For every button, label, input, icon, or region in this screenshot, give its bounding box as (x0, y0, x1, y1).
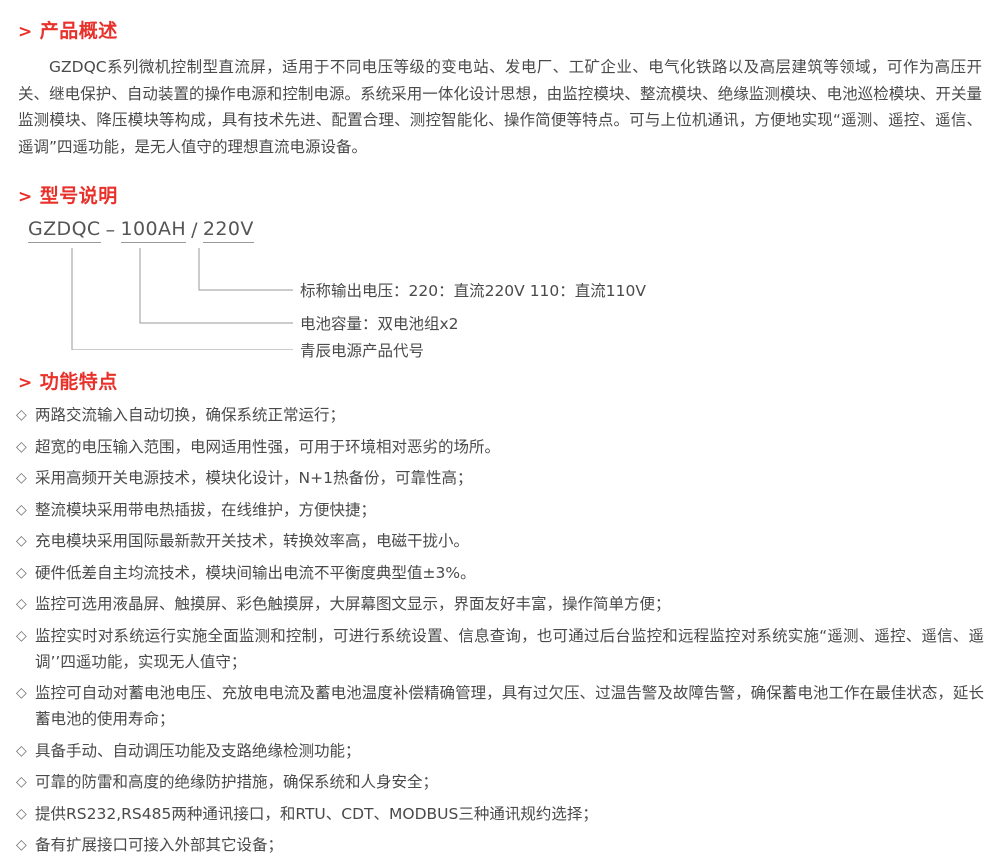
diamond-bullet-icon: ◇ (16, 685, 27, 701)
leader-line-voltage (198, 248, 293, 291)
feature-item: ◇ 监控可选用液晶屏、触摸屏、彩色触摸屏，大屏幕图文显示，界面友好丰富，操作简单方… (16, 591, 984, 617)
feature-item-text: 提供RS232,RS485两种通讯接口，和RTU、CDT、MODBUS三种通讯规… (35, 804, 598, 823)
overview-paragraph: GZDQC系列微机控制型直流屏，适用于不同电压等级的变电站、发电厂、工矿企业、电… (18, 58, 982, 156)
feature-item-text: 监控可自动对蓄电池电压、充放电电流及蓄电池温度补偿精确管理，具有过欠压、过温告警… (35, 684, 984, 728)
chevron-right-icon: > (18, 373, 33, 393)
leader-line-capacity (139, 248, 293, 324)
feature-list: ◇ 两路交流输入自动切换，确保系统正常运行； ◇ 超宽的电压输入范围，电网适用性强，可… (16, 402, 984, 864)
diamond-bullet-icon: ◇ (16, 438, 27, 455)
feature-item: ◇ 监控实时对系统运行实施全面监测和控制，可进行系统设置、信息查询，也可通过后台监… (16, 623, 984, 675)
chevron-right-icon: > (18, 187, 33, 207)
feature-item-text: 可靠的防雷和高度的绝缘防护措施，确保系统和人身安全； (35, 773, 439, 791)
model-code-dash: – (105, 219, 116, 241)
section-title-overview: 产品概述 (39, 20, 118, 42)
feature-item: ◇ 两路交流输入自动切换，确保系统正常运行； (16, 402, 984, 428)
model-label-voltage: 标称输出电压：220：直流220V 110：直流110V (300, 282, 646, 300)
feature-item: ◇ 监控可自动对蓄电池电压、充放电电流及蓄电池温度补偿精确管理，具有过欠压、过温告… (16, 680, 984, 732)
feature-item-text: 具备手动、自动调压功能及支路绝缘检测功能； (35, 741, 361, 760)
diamond-bullet-icon: ◇ (16, 470, 27, 486)
leader-line-prefix (71, 248, 293, 350)
section-title-features: 功能特点 (39, 371, 118, 393)
diamond-bullet-icon: ◇ (16, 742, 27, 759)
feature-item: ◇ 可靠的防雷和高度的绝缘防护措施，确保系统和人身安全； (16, 769, 984, 795)
feature-item: ◇ 硬件低差自主均流技术，模块间输出电流不平衡度典型值±3%。 (16, 560, 984, 586)
section-title-model: 型号说明 (39, 185, 118, 207)
diamond-bullet-icon: ◇ (16, 596, 27, 612)
model-code-capacity: 100AH (120, 218, 187, 243)
model-code-diagram: GZDQC – 100AH / 220V 标称输出电压：220：直流220V 1… (0, 210, 1000, 359)
diamond-bullet-icon: ◇ (16, 774, 27, 790)
feature-item-text: 超宽的电压输入范围，电网适用性强，可用于环境相对恶劣的场所。 (35, 437, 501, 456)
feature-item: ◇ 采用高频开关电源技术，模块化设计，N+1热备份，可靠性高； (16, 465, 984, 491)
diamond-bullet-icon: ◇ (16, 564, 27, 581)
model-code-string: GZDQC – 100AH / 220V (28, 218, 254, 243)
feature-item-text: 硬件低差自主均流技术，模块间输出电流不平衡度典型值±3%。 (35, 563, 476, 582)
model-code-slash: / (191, 219, 198, 241)
feature-item-text: 监控可选用液晶屏、触摸屏、彩色触摸屏，大屏幕图文显示，界面友好丰富，操作简单方便… (35, 595, 671, 613)
diamond-bullet-icon: ◇ (16, 533, 27, 549)
chevron-right-icon: > (18, 22, 33, 42)
feature-item-text: 充电模块采用国际最新款开关技术，转换效率高，电磁干拢小。 (35, 532, 470, 550)
feature-item: ◇ 整流模块采用带电热插拔，在线维护，方便快捷； (16, 497, 984, 523)
feature-item: ◇ 超宽的电压输入范围，电网适用性强，可用于环境相对恶劣的场所。 (16, 434, 984, 460)
section-heading-model: > 型号说明 (18, 181, 118, 208)
section-heading-features: > 功能特点 (18, 367, 118, 394)
section-heading-overview: > 产品概述 (18, 16, 118, 43)
diamond-bullet-icon: ◇ (16, 407, 27, 423)
leader-lines (71, 248, 293, 350)
feature-item-text: 整流模块采用带电热插拔，在线维护，方便快捷； (35, 500, 377, 519)
model-code-voltage: 220V (202, 218, 254, 243)
feature-item-text: 监控实时对系统运行实施全面监测和控制，可进行系统设置、信息查询，也可通过后台监控… (35, 626, 984, 671)
feature-item-text: 两路交流输入自动切换，确保系统正常运行； (35, 406, 346, 424)
model-label-prefix: 青辰电源产品代号 (300, 342, 425, 360)
model-label-capacity: 电池容量：双电池组x2 (300, 315, 459, 333)
diamond-bullet-icon: ◇ (16, 501, 27, 518)
feature-item: ◇ 备有扩展接口可接入外部其它设备； (16, 832, 984, 858)
feature-item: ◇ 提供RS232,RS485两种通讯接口，和RTU、CDT、MODBUS三种通讯… (16, 801, 984, 827)
diamond-bullet-icon: ◇ (16, 837, 27, 853)
model-code-prefix: GZDQC (28, 218, 101, 243)
diamond-bullet-icon: ◇ (16, 805, 27, 822)
feature-item-text: 采用高频开关电源技术，模块化设计，N+1热备份，可靠性高； (35, 469, 473, 487)
feature-item: ◇ 充电模块采用国际最新款开关技术，转换效率高，电磁干拢小。 (16, 528, 984, 554)
feature-item-text: 备有扩展接口可接入外部其它设备； (35, 836, 284, 854)
feature-item: ◇ 具备手动、自动调压功能及支路绝缘检测功能； (16, 738, 984, 764)
diamond-bullet-icon: ◇ (16, 627, 27, 644)
